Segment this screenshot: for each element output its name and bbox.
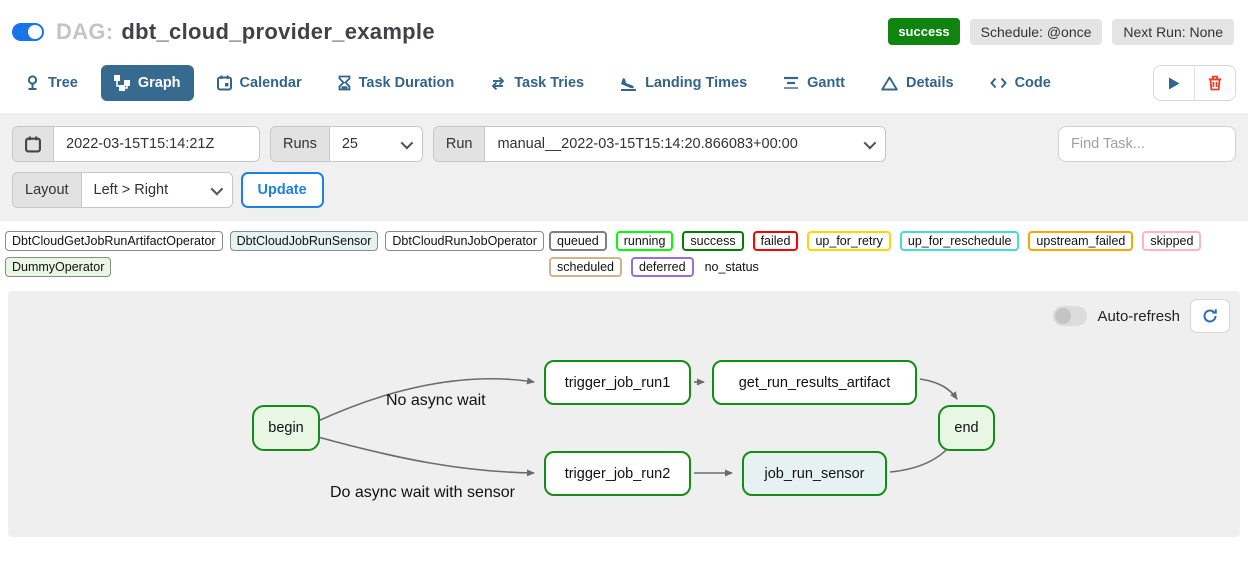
num-runs-value: 25	[341, 136, 358, 152]
task-node-trigger-job-run1[interactable]: trigger_job_run1	[544, 360, 691, 405]
status-badge-scheduled[interactable]: scheduled	[549, 257, 622, 277]
run-addon-label: Run	[433, 127, 486, 161]
task-node-job-run-sensor[interactable]: job_run_sensor	[742, 451, 887, 496]
operator-badge: DbtCloudJobRunSensor	[229, 231, 379, 251]
graph-icon	[113, 75, 130, 91]
calendar-icon	[216, 75, 232, 91]
dag-pause-toggle[interactable]	[12, 22, 44, 41]
tab-code[interactable]: Code	[977, 65, 1064, 101]
tab-details[interactable]: Details	[868, 65, 967, 101]
operator-badge: DummyOperator	[5, 257, 112, 277]
dag-action-buttons	[1153, 65, 1236, 101]
tab-label: Calendar	[239, 75, 302, 91]
trash-icon	[1208, 75, 1222, 91]
status-badge-upstream-failed[interactable]: upstream_failed	[1028, 231, 1134, 251]
dag-title: dbt_cloud_provider_example	[121, 18, 435, 44]
status-badge-up-for-reschedule[interactable]: up_for_reschedule	[899, 231, 1020, 251]
run-select[interactable]: manual__2022-03-15T15:14:20.866083+00:00	[485, 127, 886, 161]
layout-group: Layout Left > Right	[12, 172, 233, 208]
chevron-down-icon	[400, 136, 414, 149]
view-tabs: Tree Graph Calendar Task Duration Task T…	[0, 55, 1248, 113]
operator-legend: DbtCloudGetJobRunArtifactOperator DbtClo…	[4, 231, 549, 277]
auto-refresh-label: Auto-refresh	[1097, 307, 1180, 325]
repeat-icon	[491, 76, 505, 90]
status-label-no-status: no_status	[704, 260, 759, 274]
chevron-down-icon	[210, 182, 223, 195]
operator-badge: DbtCloudGetJobRunArtifactOperator	[5, 231, 223, 251]
status-badge-deferred[interactable]: deferred	[631, 257, 694, 277]
status-badge: success	[888, 18, 960, 45]
tab-label: Task Tries	[514, 75, 585, 91]
hourglass-icon	[338, 75, 351, 91]
tab-label: Details	[906, 75, 954, 91]
tree-icon	[27, 75, 38, 90]
layout-select[interactable]: Left > Right	[81, 173, 232, 207]
filter-bar: Runs 25 Run manual__2022-03-15T15:14:20.…	[0, 113, 1248, 221]
trigger-dag-button[interactable]	[1154, 66, 1194, 100]
find-task-input[interactable]	[1058, 126, 1236, 162]
auto-refresh-toggle[interactable]	[1053, 306, 1088, 326]
refresh-button[interactable]	[1190, 299, 1230, 333]
tab-gantt[interactable]: Gantt	[770, 65, 858, 101]
chevron-down-icon	[864, 136, 877, 149]
task-node-trigger-job-run2[interactable]: trigger_job_run2	[544, 451, 691, 496]
dag-header: DAG: dbt_cloud_provider_example success …	[0, 0, 1248, 55]
legend: DbtCloudGetJobRunArtifactOperator DbtClo…	[0, 221, 1248, 283]
refresh-icon	[1203, 309, 1217, 323]
run-value: manual__2022-03-15T15:14:20.866083+00:00	[497, 136, 798, 152]
schedule-badge: Schedule: @once	[969, 18, 1103, 45]
code-icon	[989, 77, 1007, 89]
tab-label: Landing Times	[645, 75, 748, 91]
tab-label: Task Duration	[358, 75, 455, 91]
dag-prefix-label: DAG:	[56, 18, 114, 44]
run-select-group: Run manual__2022-03-15T15:14:20.866083+0…	[432, 126, 887, 162]
details-icon	[881, 76, 898, 90]
task-node-begin[interactable]: begin	[252, 405, 320, 451]
base-date-group	[12, 126, 260, 162]
status-badge-failed[interactable]: failed	[752, 231, 799, 251]
status-badge-skipped[interactable]: skipped	[1142, 231, 1202, 251]
num-runs-group: Runs 25	[270, 126, 423, 162]
status-badge-running[interactable]: running	[615, 231, 674, 251]
base-date-input[interactable]	[54, 127, 259, 161]
tab-task-tries[interactable]: Task Tries	[477, 65, 597, 101]
tab-label: Code	[1014, 75, 1051, 91]
tab-task-duration[interactable]: Task Duration	[325, 65, 468, 101]
tab-label: Tree	[48, 75, 78, 91]
next-run-badge: Next Run: None	[1112, 18, 1234, 45]
edge-label-no-async-wait: No async wait	[386, 392, 486, 409]
dag-edges	[317, 377, 958, 477]
plane-landing-icon	[621, 78, 637, 91]
layout-value: Left > Right	[93, 182, 169, 198]
layout-addon-label: Layout	[13, 173, 82, 207]
tab-label: Graph	[137, 75, 181, 91]
tab-tree[interactable]: Tree	[12, 65, 91, 101]
status-badge-success[interactable]: success	[682, 231, 744, 251]
operator-badge: DbtCloudRunJobOperator	[385, 231, 544, 251]
gantt-icon	[784, 76, 799, 89]
delete-dag-button[interactable]	[1194, 66, 1235, 100]
status-badge-queued[interactable]: queued	[549, 231, 607, 251]
status-badge-up-for-retry[interactable]: up_for_retry	[807, 231, 891, 251]
num-runs-select[interactable]: 25	[329, 127, 422, 161]
dag-graph-panel: Auto-refresh begin trigger_job_run1 get_…	[8, 291, 1240, 537]
tab-calendar[interactable]: Calendar	[204, 65, 315, 101]
edge-label-do-async-wait: Do async wait with sensor	[330, 484, 515, 501]
status-legend: queued running success failed up_for_ret…	[549, 231, 1244, 277]
task-node-get-run-results-artifact[interactable]: get_run_results_artifact	[712, 360, 917, 405]
update-button[interactable]: Update	[240, 172, 324, 208]
tab-graph[interactable]: Graph	[100, 65, 194, 101]
calendar-addon[interactable]	[13, 127, 54, 161]
runs-addon-label: Runs	[271, 127, 330, 161]
task-node-end[interactable]: end	[938, 405, 995, 451]
tab-landing-times[interactable]: Landing Times	[607, 65, 760, 101]
play-icon	[1169, 77, 1180, 89]
calendar-picker-icon	[25, 136, 41, 152]
tab-label: Gantt	[807, 75, 845, 91]
